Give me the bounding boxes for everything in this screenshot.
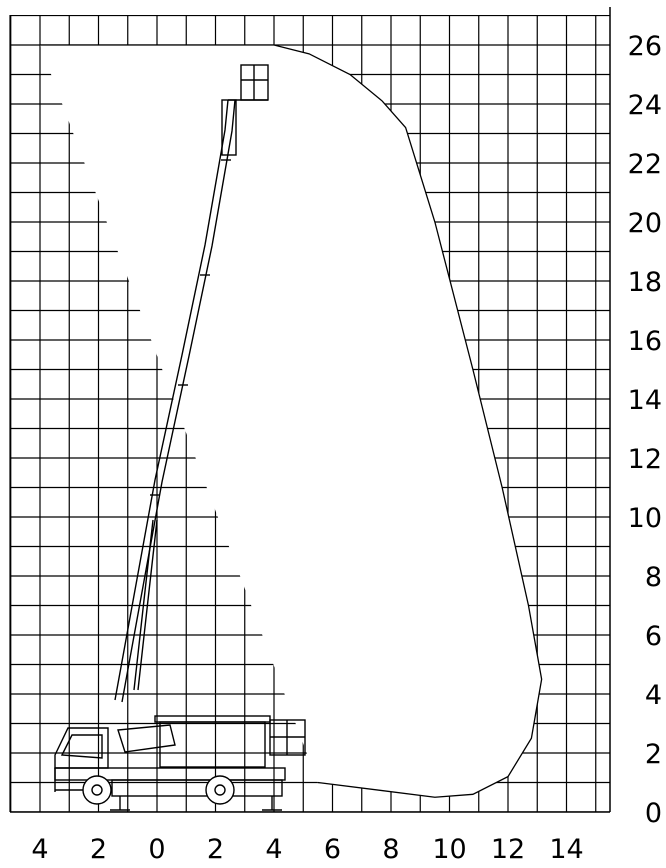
y-tick-label: 24: [628, 90, 662, 121]
envelope-curve: [40, 44, 543, 798]
x-tick-label: 2: [207, 834, 224, 863]
y-tick-label: 2: [645, 739, 662, 770]
y-tick-label: 4: [645, 680, 662, 711]
aerial-platform-truck: [54, 64, 306, 811]
x-tick-label: 10: [432, 834, 466, 863]
y-tick-label: 16: [628, 326, 662, 357]
boom: [114, 99, 268, 703]
y-tick-label: 0: [645, 798, 662, 829]
working-envelope: [40, 44, 543, 798]
x-tick-label: 2: [90, 834, 107, 863]
y-tick-label: 6: [645, 621, 662, 652]
x-tick-label: 14: [549, 834, 583, 863]
y-tick-label: 18: [628, 267, 662, 298]
x-tick-label: 4: [265, 834, 282, 863]
grid: [10, 15, 610, 812]
x-tick-label: 6: [324, 834, 341, 863]
y-tick-label: 8: [645, 562, 662, 593]
turntable: [117, 715, 306, 768]
y-tick-label: 14: [628, 385, 662, 416]
x-tick-label: 0: [148, 834, 165, 863]
y-tick-label: 12: [628, 444, 662, 475]
x-tick-label: 8: [382, 834, 399, 863]
y-tick-label: 20: [628, 208, 662, 239]
x-tick-labels: 4 2 0 2 4 6 8 10 12 14: [31, 834, 583, 865]
axes: [9, 7, 611, 813]
y-tick-label: 26: [628, 31, 662, 62]
y-tick-label: 22: [628, 149, 662, 180]
x-tick-label: 12: [491, 834, 525, 863]
x-tick-label: 4: [31, 834, 48, 863]
y-tick-label: 10: [628, 503, 662, 534]
platform-basket: [240, 64, 269, 101]
wheels: [82, 775, 235, 805]
